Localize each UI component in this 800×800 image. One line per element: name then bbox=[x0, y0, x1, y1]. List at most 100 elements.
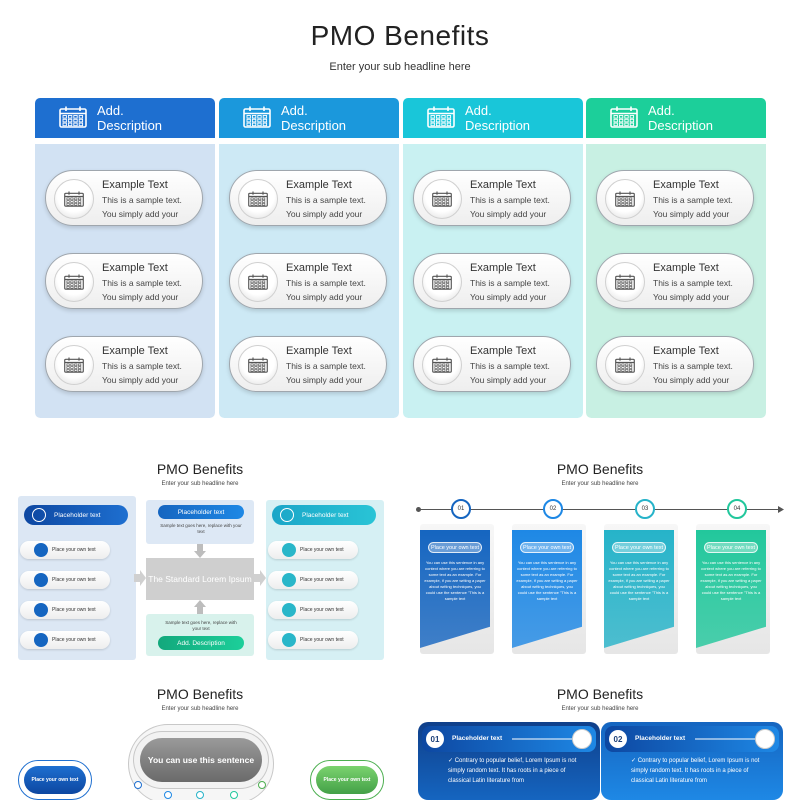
step-button[interactable]: Place your own text bbox=[612, 542, 666, 553]
thumb4-subtitle: Enter your sub headline here bbox=[561, 706, 639, 712]
item-title: Example Text bbox=[286, 262, 352, 274]
item-line2: You simply add your bbox=[286, 375, 363, 385]
item-line2: You simply add your bbox=[653, 375, 730, 385]
card-body: ✓ Contrary to popular belief, Lorem Ipsu… bbox=[448, 758, 577, 784]
bullet-icon bbox=[282, 633, 296, 647]
item-title: Example Text bbox=[470, 345, 536, 357]
main-subtitle: Enter your sub headline here bbox=[329, 61, 471, 73]
item-line2: You simply add your bbox=[470, 209, 547, 219]
list-item-label: Place your own text bbox=[300, 637, 344, 643]
timeline-arrow-icon bbox=[778, 506, 784, 513]
item-line1: This is a sample text. bbox=[102, 278, 182, 288]
item-title: Example Text bbox=[470, 262, 536, 274]
list-item[interactable]: Place your own text bbox=[20, 601, 110, 619]
column-header-label: Add.Description bbox=[97, 103, 163, 133]
list-item[interactable]: Place your own text bbox=[268, 571, 358, 589]
thumb1-right-header: Placeholder text bbox=[272, 505, 376, 525]
bullet-icon bbox=[282, 573, 296, 587]
main-title: PMO Benefits bbox=[310, 20, 490, 51]
item-line2: You simply add your bbox=[286, 292, 363, 302]
card-label: Placeholder text bbox=[452, 735, 503, 742]
step-button[interactable]: Place your own text bbox=[704, 542, 758, 553]
arrow-down-icon bbox=[194, 544, 206, 558]
list-item[interactable]: Place your own text bbox=[20, 631, 110, 649]
step-button[interactable]: Place your own text bbox=[520, 542, 574, 553]
calendar-icon bbox=[238, 262, 278, 302]
timeline-start-dot bbox=[416, 507, 421, 512]
list-item[interactable]: Place your own text bbox=[20, 541, 110, 559]
column-header: Add.Description bbox=[403, 98, 583, 138]
arrow-right-icon bbox=[254, 570, 266, 586]
item-title: Example Text bbox=[286, 345, 352, 357]
calendar-icon bbox=[59, 106, 87, 131]
item-line2: You simply add your bbox=[470, 292, 547, 302]
thumb1-left-header-label: Placeholder text bbox=[54, 511, 101, 519]
list-item[interactable]: Place your own text bbox=[268, 631, 358, 649]
item-line2: You simply add your bbox=[653, 292, 730, 302]
thumb3-left-pill: Place your own text bbox=[24, 766, 86, 794]
list-item-label: Place your own text bbox=[300, 577, 344, 583]
list-item[interactable]: Place your own text bbox=[20, 571, 110, 589]
card-label: Placeholder text bbox=[635, 735, 686, 742]
step-text: You can use this sentence in any context… bbox=[700, 560, 762, 601]
item-line2: You simply add your bbox=[286, 209, 363, 219]
item-line2: You simply add your bbox=[653, 209, 730, 219]
calendar-icon bbox=[238, 179, 278, 219]
thumb3-center-capsule: You can use this sentence bbox=[140, 738, 262, 782]
item-line1: This is a sample text. bbox=[653, 278, 733, 288]
item-title: Example Text bbox=[102, 262, 168, 274]
thumb3-subtitle: Enter your sub headline here bbox=[161, 706, 239, 712]
thumb2-subtitle: Enter your sub headline here bbox=[561, 481, 639, 487]
column-header: Add.Description bbox=[35, 98, 215, 138]
step-button[interactable]: Place your own text bbox=[428, 542, 482, 553]
item-title: Example Text bbox=[653, 345, 719, 357]
calendar-icon bbox=[422, 345, 462, 385]
list-item-label: Place your own text bbox=[52, 607, 96, 613]
bullet-icon bbox=[34, 633, 48, 647]
item-line2: You simply add your bbox=[102, 292, 179, 302]
hand-icon bbox=[755, 729, 775, 749]
step-number: 01 bbox=[451, 499, 471, 519]
item-title: Example Text bbox=[653, 179, 719, 191]
thumb1-left-header: Placeholder text bbox=[24, 505, 128, 525]
calendar-icon bbox=[54, 179, 94, 219]
thumb1-top-button[interactable]: Placeholder text bbox=[158, 505, 244, 519]
column-header-label: Add.Description bbox=[281, 103, 347, 133]
item-line1: This is a sample text. bbox=[470, 278, 550, 288]
calendar-icon bbox=[54, 262, 94, 302]
item-line1: This is a sample text. bbox=[470, 361, 550, 371]
calendar-icon bbox=[610, 106, 638, 131]
list-item[interactable]: Place your own text bbox=[268, 601, 358, 619]
item-title: Example Text bbox=[102, 179, 168, 191]
thumb1-title: PMO Benefits bbox=[156, 461, 244, 477]
list-item-label: Place your own text bbox=[52, 637, 96, 643]
list-item-label: Place your own text bbox=[52, 577, 96, 583]
item-line1: This is a sample text. bbox=[286, 278, 366, 288]
thumb1-right-header-label: Placeholder text bbox=[302, 511, 349, 519]
item-line2: You simply add your bbox=[470, 375, 547, 385]
list-item[interactable]: Place your own text bbox=[268, 541, 358, 559]
arrow-up-icon bbox=[194, 600, 206, 614]
thumb1-bottom-button[interactable]: Add. Description bbox=[158, 636, 244, 650]
thumb3-title: PMO Benefits bbox=[156, 686, 244, 702]
